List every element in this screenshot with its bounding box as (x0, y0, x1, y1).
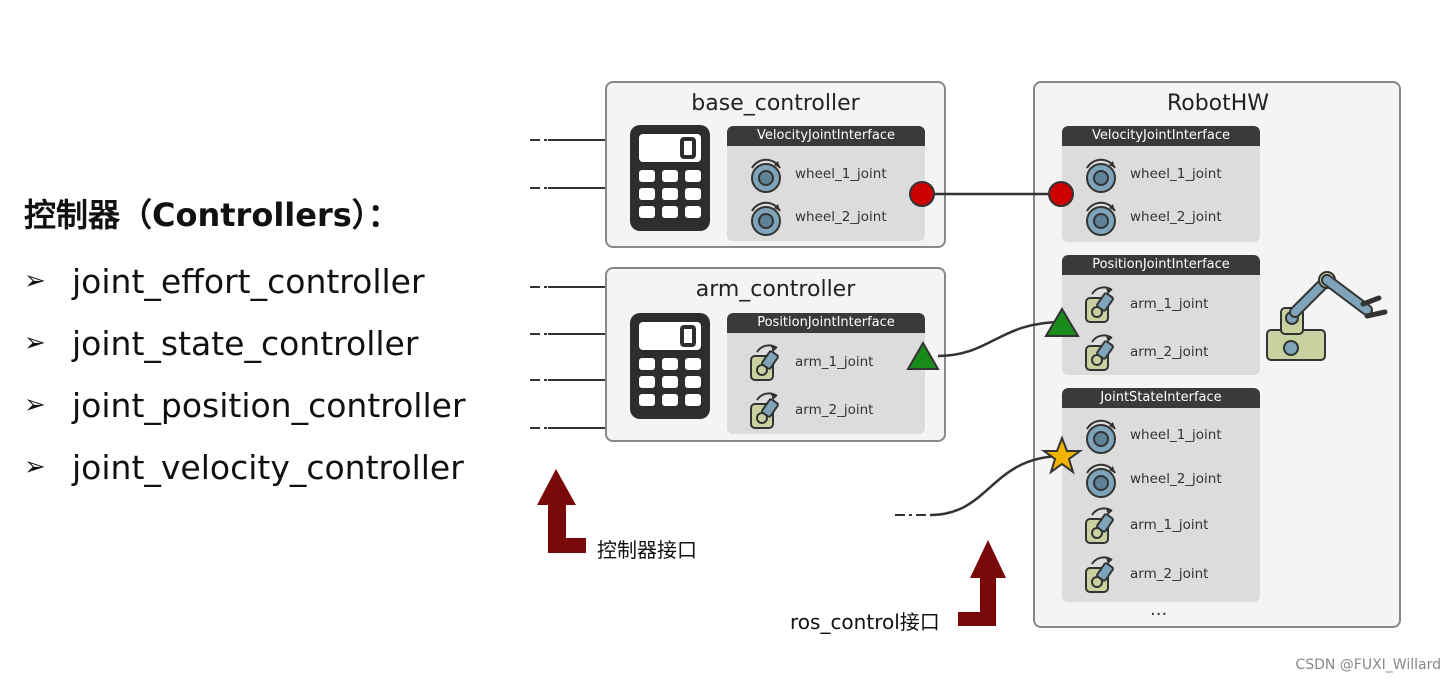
arm-joint-icon (1085, 334, 1114, 371)
ros-control-interface-arrow-icon (958, 540, 1006, 626)
joint-label: wheel_2_joint (795, 209, 887, 225)
arm-position-interface: PositionJointInterface arm_1_joint arm_2… (727, 313, 925, 434)
joint-row: wheel_2_joint (1082, 197, 1222, 237)
list-item: ➢ joint_state_controller (24, 312, 466, 374)
base-controller-title: base_controller (691, 91, 860, 116)
joint-row: arm_2_joint (747, 390, 873, 430)
base-velocity-interface: VelocityJointInterface wheel_1_joint whe… (727, 126, 925, 241)
wheel-joint-icon (1086, 158, 1116, 193)
wheel-joint-icon (751, 158, 781, 193)
bullet-icon: ➢ (24, 452, 46, 482)
arm-joint-icon (1085, 286, 1114, 323)
calculator-icon (630, 313, 710, 419)
interface-header: PositionJointInterface (727, 313, 925, 333)
joint-label: wheel_2_joint (1130, 209, 1222, 225)
bullet-icon: ➢ (24, 328, 46, 358)
list-item-label: joint_state_controller (72, 323, 419, 363)
controller-list: ➢ joint_effort_controller ➢ joint_state_co… (24, 250, 466, 498)
calculator-icon (630, 125, 710, 231)
joint-row: arm_1_joint (1082, 505, 1208, 545)
wheel-joint-icon (1086, 419, 1116, 454)
joint-row: arm_1_joint (747, 342, 873, 382)
controller-interface-caption: 控制器接口 (597, 538, 697, 562)
interface-header: PositionJointInterface (1062, 255, 1260, 275)
arm-joint-icon (750, 392, 779, 429)
watermark: CSDN @FUXI_Willard (1295, 657, 1441, 673)
controller-interface-arrow-icon (537, 469, 586, 553)
list-item-label: joint_velocity_controller (72, 447, 464, 487)
input-line (530, 139, 605, 429)
robothw-panel: RobotHW VelocityJointInterface wheel_1_j… (1033, 81, 1401, 628)
joint-row: wheel_2_joint (747, 197, 887, 237)
robot-arm-icon (1266, 271, 1388, 361)
joint-label: arm_1_joint (1130, 296, 1209, 312)
list-item: ➢ joint_effort_controller (24, 250, 466, 312)
joint-label: wheel_1_joint (1130, 166, 1222, 182)
wheel-joint-icon (751, 201, 781, 236)
arm-joint-icon (1085, 556, 1114, 593)
robothw-velocity-interface: VelocityJointInterface wheel_1_joint whe… (1062, 126, 1260, 242)
base-controller-panel: base_controller VelocityJointInterface w… (605, 81, 946, 248)
ros-control-interface-caption: ros_control接口 (790, 610, 940, 634)
robothw-position-interface: PositionJointInterface arm_1_joint arm_2… (1062, 255, 1260, 375)
joint-row: arm_1_joint (1082, 284, 1208, 324)
controllers-heading: 控制器（Controllers）： (24, 196, 400, 234)
joint-row: arm_2_joint (1082, 554, 1208, 594)
interface-header: VelocityJointInterface (1062, 126, 1260, 146)
robothw-title: RobotHW (1166, 91, 1270, 116)
joint-label: arm_2_joint (1130, 344, 1209, 360)
joint-label: arm_1_joint (795, 354, 874, 370)
wheel-joint-icon (1086, 201, 1116, 236)
bullet-icon: ➢ (24, 390, 46, 420)
arm-controller-title: arm_controller (695, 277, 856, 302)
joint-label: wheel_1_joint (795, 166, 887, 182)
joint-row: wheel_1_joint (1082, 154, 1222, 194)
joint-label: arm_2_joint (1130, 566, 1209, 582)
joint-label: wheel_2_joint (1130, 471, 1222, 487)
bullet-icon: ➢ (24, 266, 46, 296)
robothw-state-interface: JointStateInterface wheel_1_joint wheel_… (1062, 388, 1260, 602)
interface-header: JointStateInterface (1062, 388, 1260, 408)
joint-row: wheel_1_joint (1082, 415, 1222, 455)
joint-row: wheel_1_joint (747, 154, 887, 194)
arm-controller-panel: arm_controller PositionJointInterface ar… (605, 267, 946, 442)
more-ellipsis: ... (1150, 599, 1168, 620)
list-item-label: joint_position_controller (72, 385, 466, 425)
joint-label: arm_2_joint (795, 402, 874, 418)
joint-label: arm_1_joint (1130, 517, 1209, 533)
list-item: ➢ joint_position_controller (24, 374, 466, 436)
arm-joint-icon (750, 344, 779, 381)
joint-row: arm_2_joint (1082, 332, 1208, 372)
interface-header: VelocityJointInterface (727, 126, 925, 146)
joint-label: wheel_1_joint (1130, 427, 1222, 443)
joint-row: wheel_2_joint (1082, 459, 1222, 499)
wheel-joint-icon (1086, 463, 1116, 498)
arm-joint-icon (1085, 507, 1114, 544)
list-item: ➢ joint_velocity_controller (24, 436, 466, 498)
list-item-label: joint_effort_controller (72, 261, 425, 301)
